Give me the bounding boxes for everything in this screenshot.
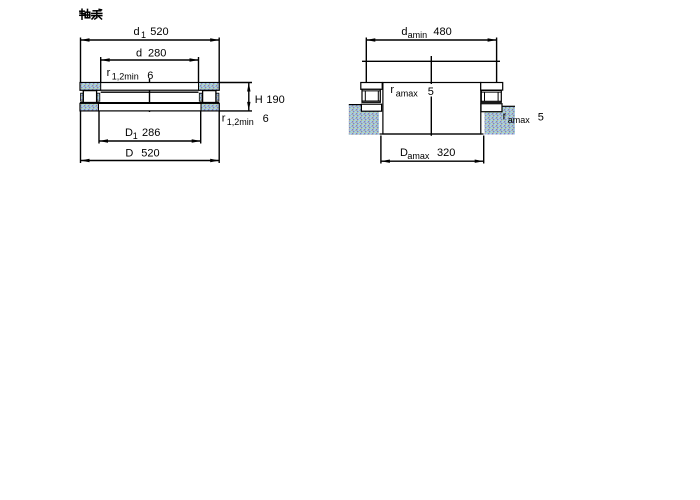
svg-text:1,2min: 1,2min	[227, 117, 254, 127]
svg-text:286: 286	[142, 127, 160, 139]
svg-text:D: D	[125, 127, 133, 139]
svg-text:amax: amax	[407, 151, 430, 161]
svg-text:r: r	[390, 84, 394, 96]
svg-text:amin: amin	[408, 30, 428, 40]
svg-text:d: d	[134, 26, 140, 38]
svg-text:D: D	[400, 147, 408, 159]
svg-text:r: r	[503, 111, 507, 123]
svg-text:D: D	[125, 148, 133, 160]
svg-text:d: d	[401, 26, 407, 38]
svg-text:520: 520	[141, 148, 159, 160]
svg-text:H: H	[255, 94, 263, 106]
svg-text:amax: amax	[396, 89, 419, 99]
svg-text:r: r	[222, 113, 226, 125]
svg-text:d: d	[136, 48, 142, 60]
svg-text:1: 1	[133, 131, 138, 141]
svg-text:5: 5	[538, 111, 544, 123]
svg-text:480: 480	[433, 26, 451, 38]
svg-text:320: 320	[437, 147, 455, 159]
svg-text:r: r	[107, 67, 111, 79]
svg-text:190: 190	[266, 94, 284, 106]
svg-text:6: 6	[147, 70, 153, 82]
svg-text:6: 6	[263, 113, 269, 125]
svg-text:520: 520	[150, 26, 168, 38]
svg-text:1,2min: 1,2min	[112, 72, 139, 82]
svg-text:5: 5	[428, 86, 434, 98]
svg-text:1: 1	[141, 30, 146, 40]
svg-text:280: 280	[148, 48, 166, 60]
svg-text:amax: amax	[508, 115, 531, 125]
